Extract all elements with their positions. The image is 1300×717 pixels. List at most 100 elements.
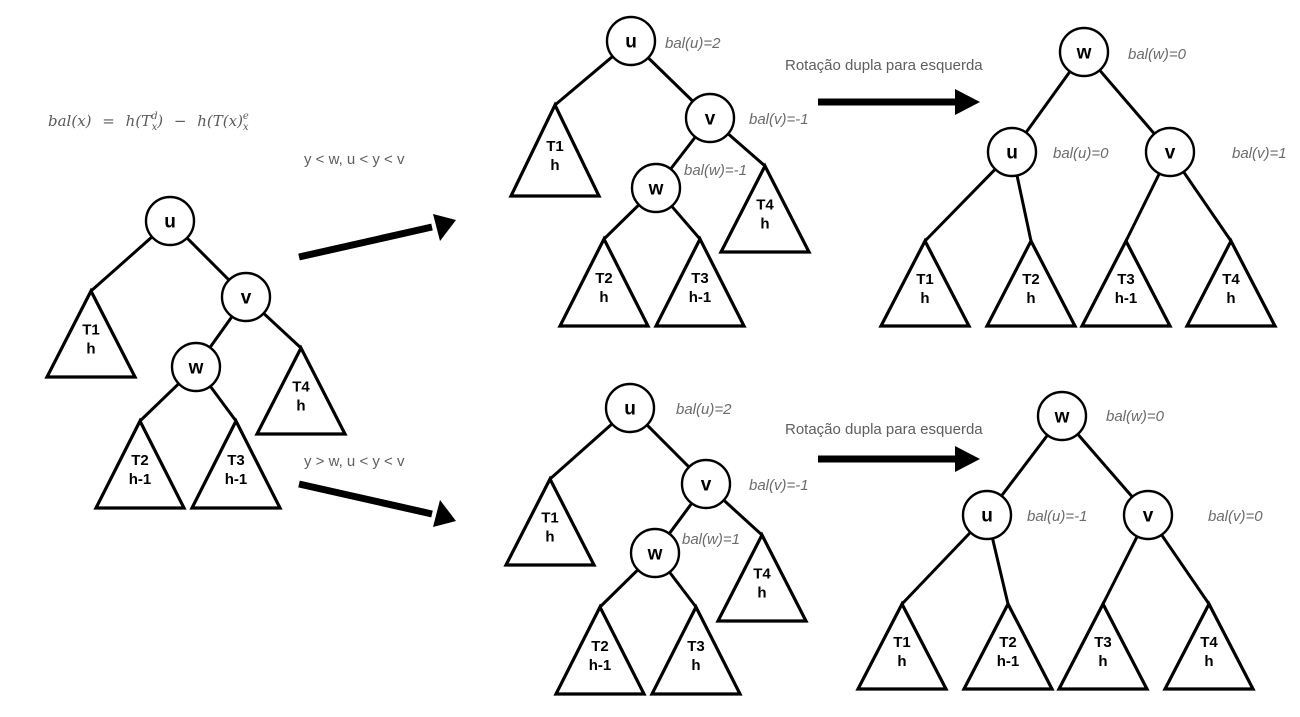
node-circle	[604, 382, 656, 434]
arrow-case-2-head	[433, 500, 456, 527]
subtree-name: T2	[595, 270, 613, 287]
subtree-height: h	[1026, 290, 1035, 307]
subtree-name: T3	[691, 270, 709, 287]
node-circle	[680, 458, 732, 510]
edge-v-T4	[262, 312, 303, 350]
subtree-triangle	[189, 417, 283, 510]
subtree-t3: T3h-1	[189, 417, 283, 510]
edge-u-T1	[554, 55, 614, 107]
edge-v-T4	[1182, 170, 1233, 242]
node-w: w	[170, 341, 222, 393]
subtree-height: h	[599, 289, 608, 306]
node-label: w	[1054, 407, 1070, 428]
node-circle	[1058, 26, 1110, 78]
formula-term2-sup: e	[243, 111, 249, 122]
balance-label-u: bal(u)=-1	[1027, 508, 1087, 525]
formula-term1-sup: d	[151, 111, 157, 122]
subtree-t4: T4h	[1184, 237, 1278, 328]
node-w: w	[1036, 390, 1088, 442]
formula-term1-sub: x	[152, 122, 158, 133]
subtree-t2: T2h-1	[553, 603, 647, 696]
subtree-height: h	[757, 584, 766, 601]
subtree-height: h-1	[129, 471, 152, 488]
arrow-rotation-2	[818, 446, 980, 472]
edge-v-w	[208, 315, 234, 349]
node-label: v	[701, 475, 712, 496]
subtree-triangle	[984, 237, 1078, 328]
subtree-t3: T3h	[1056, 600, 1150, 691]
subtree-t3: T3h-1	[653, 235, 747, 328]
edge-v-T3	[1124, 172, 1161, 242]
edge-w-T3	[670, 205, 702, 240]
subtree-t1: T1h	[508, 101, 602, 198]
balance-label-w: bal(w)=0	[1128, 46, 1187, 63]
edge-u-T2	[991, 538, 1010, 605]
subtree-name: T1	[541, 509, 559, 526]
balance-label-v: bal(v)=-1	[749, 111, 809, 128]
node-circle	[986, 126, 1038, 178]
subtree-t4: T4h	[715, 531, 809, 623]
case-2-condition-label: y > w, u < y < v	[304, 453, 405, 470]
balance-label-u: bal(u)=0	[1053, 145, 1109, 162]
subtree-triangle	[503, 475, 597, 567]
subtree-triangle	[553, 603, 647, 696]
subtree-t4: T4h	[1162, 600, 1256, 691]
edge-w-T2	[598, 568, 639, 609]
node-label: v	[1143, 506, 1154, 527]
subtree-t3: T3h-1	[1079, 237, 1173, 328]
node-label: w	[648, 179, 664, 200]
subtree-name: T1	[916, 271, 934, 288]
edge-v-T4	[722, 499, 764, 537]
formula-term1: h(T	[126, 112, 153, 130]
node-label: w	[647, 544, 663, 565]
subtree-t1: T1h	[855, 600, 949, 691]
node-v: v	[1122, 489, 1174, 541]
subtree-name: T4	[1222, 271, 1240, 288]
edge-u-v	[645, 423, 691, 469]
subtree-name: T4	[756, 196, 774, 213]
node-u: u	[605, 15, 657, 67]
subtree-height: h	[760, 215, 769, 232]
node-circle	[630, 162, 682, 214]
subtree-name: T3	[1117, 271, 1135, 288]
subtree-height: h	[550, 157, 559, 174]
subtree-height: h	[1204, 653, 1213, 670]
balance-label-w: bal(w)=1	[682, 531, 740, 548]
subtree-height: h-1	[589, 657, 612, 674]
node-w: w	[1058, 26, 1110, 78]
node-label: v	[1165, 143, 1176, 164]
arrow-case-1	[298, 214, 456, 261]
edge-w-u	[1000, 434, 1049, 497]
node-v: v	[220, 271, 272, 323]
edge-v-w	[669, 136, 697, 170]
node-circle	[684, 92, 736, 144]
subtree-name: T3	[1094, 634, 1112, 651]
subtree-t2: T2h-1	[961, 600, 1055, 691]
subtree-t1: T1h	[503, 475, 597, 567]
node-label: u	[624, 399, 636, 420]
subtree-triangle	[1184, 237, 1278, 328]
node-label: w	[1076, 43, 1092, 64]
arrow-case-2	[298, 480, 456, 527]
node-v: v	[680, 458, 732, 510]
node-circle	[1036, 390, 1088, 442]
subtree-t4: T4h	[254, 344, 348, 436]
subtree-triangle	[44, 287, 138, 379]
node-circle	[144, 195, 196, 247]
subtree-triangle	[508, 101, 602, 198]
node-w: w	[630, 162, 682, 214]
node-label: u	[981, 506, 993, 527]
balance-label-w: bal(w)=-1	[684, 162, 747, 179]
subtree-t2: T2h-1	[93, 417, 187, 510]
node-label: w	[188, 358, 204, 379]
node-u: u	[986, 126, 1038, 178]
balance-label-u: bal(u)=2	[676, 401, 732, 418]
subtree-name: T1	[893, 634, 911, 651]
subtree-height: h	[691, 657, 700, 674]
node-u: u	[604, 382, 656, 434]
